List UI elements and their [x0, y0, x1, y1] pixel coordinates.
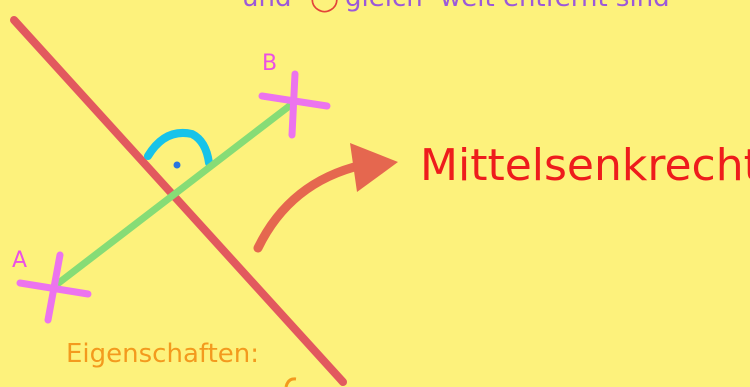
top-caption-part3: weit entfernt sind [440, 0, 670, 13]
top-caption-part1: und [242, 0, 291, 13]
perpendicular-bisector-line [10, 16, 347, 386]
cross-b [258, 70, 331, 139]
title-mittelsenkrechte: Mittelsenkrechte [420, 140, 750, 191]
curved-arrow-head [350, 143, 398, 192]
cropped-bottom-stroke [284, 377, 297, 387]
label-point-a: A [12, 248, 27, 273]
label-point-b: B [262, 51, 277, 76]
right-angle-dot [173, 161, 181, 169]
top-caption: und ◯ gleich weit entfernt sind [242, 0, 670, 13]
properties-heading: Eigenschaften: [66, 339, 259, 369]
curved-arrow-shaft [253, 160, 367, 253]
segment-ab [52, 100, 296, 289]
right-angle-arc [144, 129, 213, 167]
top-caption-part2: gleich [345, 0, 423, 13]
top-caption-accent: ◯ [310, 0, 339, 13]
cross-a [16, 251, 92, 324]
